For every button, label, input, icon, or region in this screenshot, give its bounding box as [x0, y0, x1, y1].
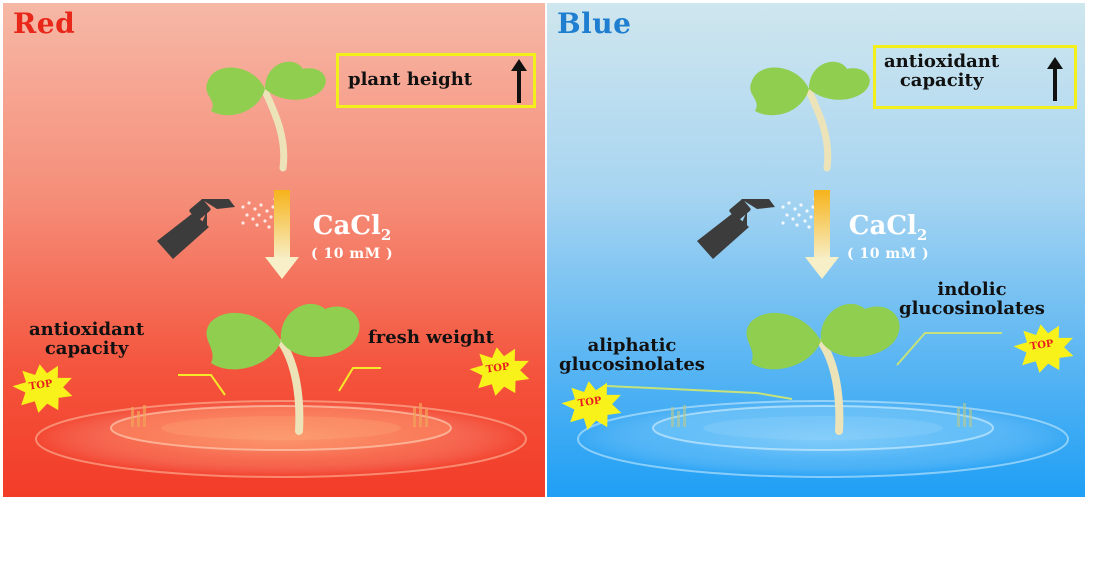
reagent-label: CaCl2 ( 10 mM ) [847, 213, 929, 261]
top-badge-icon [1013, 324, 1074, 373]
grown-seedling-icon [206, 303, 360, 435]
reagent-subscript: 2 [380, 226, 392, 245]
box-label: antioxidant capacity [884, 51, 1000, 91]
effect-box [873, 45, 1077, 109]
increase-arrow-icon [511, 59, 527, 103]
top-badge-icon [469, 347, 530, 396]
reagent-name: CaCl [312, 211, 381, 241]
seedling-icon [750, 61, 870, 172]
down-arrow-icon [805, 190, 839, 279]
reagent-concentration: ( 10 mM ) [311, 246, 394, 263]
top-badge-icon [561, 381, 622, 430]
ground-ring-icon [577, 400, 1069, 478]
blue-light-panel: Blue antioxidant capacity CaCl2 ( 10 mM … [547, 3, 1085, 497]
top-badge-icon [12, 364, 73, 413]
seedling-icon [206, 61, 326, 172]
spray-bottle-icon [697, 197, 817, 259]
panel-title: Blue [557, 7, 632, 40]
down-arrow-icon [265, 190, 299, 279]
trait-label-left: aliphatic glucosinolates [559, 335, 705, 375]
ground-ring-icon [35, 400, 527, 478]
reagent-subscript: 2 [916, 226, 928, 245]
blue-panel-illustration [561, 61, 1074, 478]
grown-seedling-icon [746, 303, 900, 435]
reagent-name: CaCl [848, 211, 917, 241]
trait-label-right: indolic glucosinolates [899, 279, 1045, 319]
leader-lines [606, 332, 1002, 400]
panel-title: Red [13, 7, 76, 40]
spray-bottle-icon [157, 197, 277, 259]
reagent-concentration: ( 10 mM ) [847, 246, 930, 263]
red-panel-illustration [12, 61, 530, 478]
reagent-label: CaCl2 ( 10 mM ) [311, 213, 393, 261]
trait-label-left: antioxidant capacity [29, 319, 145, 359]
leader-lines [178, 367, 381, 396]
trait-label-right: fresh weight [368, 327, 494, 348]
red-light-panel: Red plant height CaCl2 ( 10 mM ) antioxi… [3, 3, 545, 497]
increase-arrow-icon [1047, 57, 1063, 101]
box-label: plant height [348, 69, 473, 90]
effect-box [336, 53, 536, 108]
